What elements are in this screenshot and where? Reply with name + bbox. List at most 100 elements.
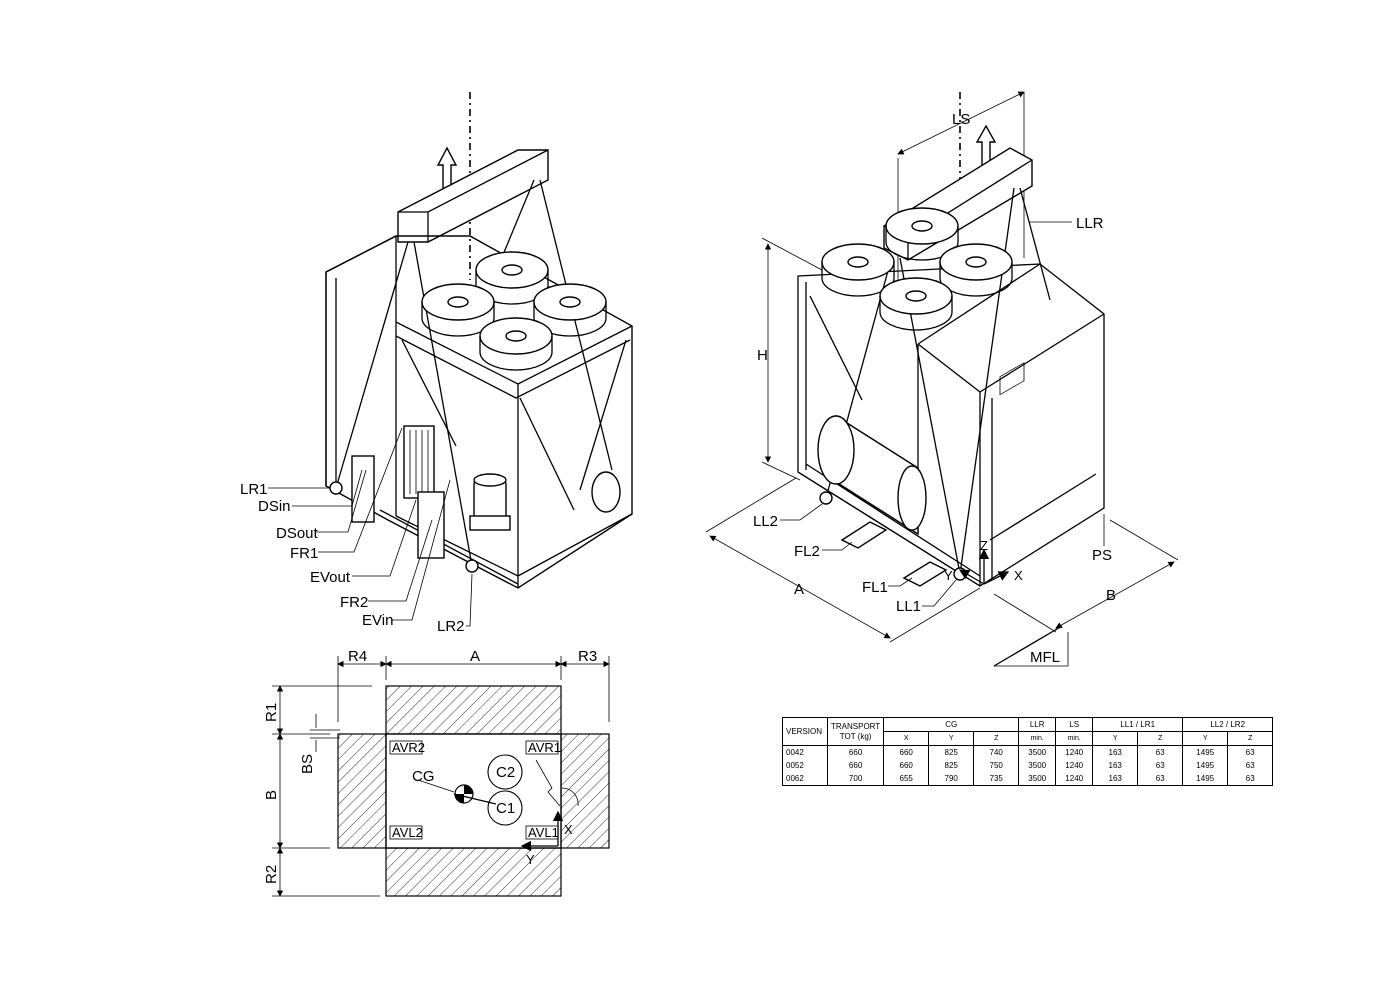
plan-axis-y-label: Y	[526, 852, 535, 867]
th-sub: Y	[928, 731, 974, 746]
left-isometric-view: LR1 DSin DSout FR1 EVout FR2 EVin LR2	[240, 92, 633, 635]
th-transport: TRANSPORT TOT (kg)	[826, 717, 884, 746]
label-llr: LLR	[1076, 215, 1104, 232]
fork-fl1	[902, 561, 948, 587]
compressor-c1	[487, 790, 523, 826]
left-spreader-beam	[397, 149, 549, 243]
fork-fl2	[840, 521, 888, 549]
plan-axes: X Y	[520, 759, 579, 867]
fan-icon	[421, 283, 495, 337]
th-ls: LS	[1055, 717, 1093, 732]
table-cell: 63	[1137, 772, 1183, 786]
table-cell: 700	[826, 772, 884, 786]
label-avl2: AVL2	[392, 825, 423, 840]
th-sub: Z	[1137, 731, 1183, 746]
th-version: VERSION	[782, 717, 828, 746]
table-cell: 0042	[782, 745, 828, 759]
table-cell: 750	[973, 759, 1019, 772]
center-of-gravity-icon	[417, 779, 497, 805]
table-cell: 735	[973, 772, 1019, 786]
th-sub: Z	[973, 731, 1019, 746]
label-c1: C1	[496, 800, 515, 817]
label-avr2: AVR2	[392, 740, 425, 755]
axis-y-label: Y	[944, 568, 953, 583]
plan-axis-x-label: X	[564, 822, 573, 837]
clearance-r2	[385, 847, 562, 897]
table-cell: 3500	[1018, 759, 1056, 772]
table-cell: 655	[883, 772, 929, 786]
lifting-point-lr1	[329, 481, 343, 495]
label-lr2: LR2	[437, 618, 465, 635]
table-cell: 3500	[1018, 745, 1056, 759]
label-evin: EVin	[362, 612, 393, 629]
lifting-point-ll1	[953, 567, 967, 581]
label-avl1: AVL1	[528, 825, 559, 840]
table-cell: 660	[883, 745, 929, 759]
plan-dimensions	[272, 656, 610, 897]
label-mfl: MFL	[1030, 649, 1060, 666]
right-fans	[821, 207, 1013, 331]
table-cell: 660	[883, 759, 929, 772]
table-cell: 825	[928, 745, 974, 759]
table-cell: 660	[826, 745, 884, 759]
table-cell: 163	[1092, 759, 1138, 772]
table-cell: 1240	[1055, 759, 1093, 772]
label-dsin: DSin	[258, 498, 291, 515]
th-sub: Y	[1092, 731, 1138, 746]
lifting-data-table: VERSION TRANSPORT TOT (kg) CG LLR LS LL1…	[782, 717, 1274, 786]
clearance-r1	[385, 685, 562, 735]
left-callouts	[268, 427, 473, 627]
label-bs: BS	[299, 754, 316, 774]
table-cell: 0062	[782, 772, 828, 786]
table-cell: 825	[928, 759, 974, 772]
label-r4: R4	[348, 648, 367, 665]
table-row: 0062 700 655 790 735 3500 1240 163 63 14…	[782, 772, 1273, 786]
lifting-point-ll2	[819, 491, 833, 505]
table-cell: 660	[826, 759, 884, 772]
table-cell: 63	[1227, 759, 1273, 772]
label-r1: R1	[263, 703, 280, 722]
table-cell: 163	[1092, 772, 1138, 786]
right-receiver-tank	[817, 414, 927, 536]
label-avr1: AVR1	[528, 740, 561, 755]
fan-icon	[885, 207, 959, 261]
th-sub: min.	[1018, 731, 1056, 746]
label-fr2: FR2	[340, 594, 368, 611]
left-internal-components	[351, 425, 621, 559]
clearance-r4	[337, 733, 387, 849]
label-r2: R2	[263, 865, 280, 884]
label-dsout: DSout	[276, 525, 319, 542]
table-cell: 790	[928, 772, 974, 786]
label-ls: LS	[952, 111, 970, 128]
label-cg: CG	[412, 768, 435, 785]
label-r3: R3	[578, 648, 597, 665]
fan-icon	[533, 283, 607, 337]
compressor-c2	[487, 754, 523, 790]
lifting-point-lr2	[465, 559, 479, 573]
th-sub: min.	[1055, 731, 1093, 746]
right-callouts	[780, 503, 1105, 607]
label-b: B	[1106, 587, 1116, 604]
table-row: 0042 660 660 825 740 3500 1240 163 63 14…	[782, 745, 1273, 759]
axis-z-label: Z	[980, 538, 988, 553]
label-plan-b: B	[263, 790, 280, 800]
label-ll2: LL2	[753, 513, 778, 530]
right-isometric-view: LS LLR	[705, 91, 1179, 667]
clearance-r3	[560, 733, 610, 849]
fan-icon	[879, 277, 953, 331]
table-cell: 1495	[1182, 759, 1228, 772]
table-cell: 1240	[1055, 772, 1093, 786]
label-fr1: FR1	[290, 545, 318, 562]
table-cell: 163	[1092, 745, 1138, 759]
fan-icon	[939, 243, 1013, 297]
th-ll2-lr2: LL2 / LR2	[1182, 717, 1273, 732]
th-sub: Y	[1182, 731, 1228, 746]
label-lr1: LR1	[240, 481, 268, 498]
th-sub: Z	[1227, 731, 1273, 746]
label-evout: EVout	[310, 569, 351, 586]
th-cg: CG	[883, 717, 1019, 732]
label-fl2: FL2	[794, 543, 820, 560]
table-cell: 1495	[1182, 745, 1228, 759]
th-ll1-lr1: LL1 / LR1	[1092, 717, 1183, 732]
